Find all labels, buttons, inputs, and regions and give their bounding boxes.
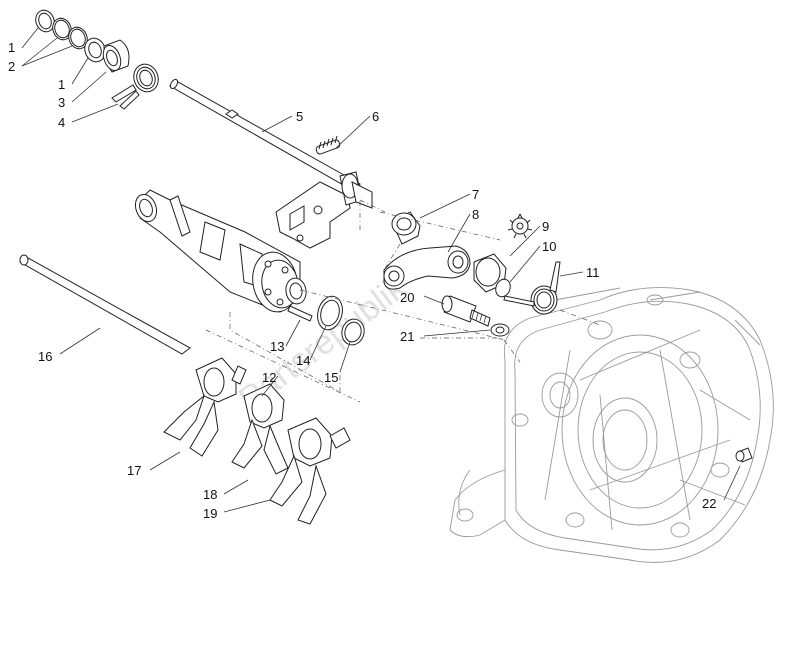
assembly-lines: [205, 199, 601, 403]
part-spring-4: [111, 63, 159, 110]
part-ring-15: [341, 318, 365, 346]
label-16: 16: [38, 349, 52, 364]
label-21: 21: [400, 329, 414, 344]
label-13: 13: [270, 339, 284, 354]
callout-labels: 1 2 1 3 4 5 6 7 8 9 10 11 12 13 14 15 16…: [8, 40, 716, 521]
part-bushing-7: [391, 211, 421, 245]
leader-lines: [21, 27, 741, 513]
part-selector-drum: [134, 189, 307, 313]
label-1b: 1: [58, 77, 65, 92]
part-fork-17: [163, 357, 247, 457]
gearbox-housing: [449, 287, 774, 563]
part-fork-18: [231, 383, 289, 475]
part-selector-bracket: [275, 171, 373, 249]
part-washer-1: [84, 37, 106, 63]
part-spring-11: [503, 261, 561, 315]
label-1a: 1: [8, 40, 15, 55]
label-4: 4: [58, 115, 65, 130]
label-8: 8: [472, 207, 479, 222]
part-bushing-22: [735, 447, 753, 463]
label-19: 19: [203, 506, 217, 521]
label-7: 7: [472, 187, 479, 202]
part-fork-19: [269, 417, 351, 525]
part-circlip-2a: [52, 17, 72, 41]
part-ring-14: [317, 295, 343, 331]
part-gear-icon: [507, 213, 533, 239]
label-18: 18: [203, 487, 217, 502]
part-washer-21: [490, 323, 510, 337]
part-rod-16: [18, 254, 191, 355]
label-10: 10: [542, 239, 556, 254]
label-11: 11: [586, 265, 600, 280]
label-20: 20: [400, 290, 414, 305]
label-5: 5: [296, 109, 303, 124]
part-pin-13: [287, 305, 313, 322]
label-12: 12: [262, 370, 276, 385]
label-17: 17: [127, 463, 141, 478]
label-14: 14: [296, 353, 310, 368]
label-6: 6: [372, 109, 379, 124]
part-spring-6: [315, 135, 341, 155]
label-2: 2: [8, 59, 15, 74]
part-circlip-10: [495, 278, 511, 298]
part-ring-1-top: [35, 9, 55, 33]
part-shaft-5: [168, 78, 371, 201]
part-circlip-2b: [68, 26, 88, 50]
label-15: 15: [324, 370, 338, 385]
part-bolt-20: [441, 295, 491, 327]
part-lever-8: [383, 245, 471, 290]
label-22: 22: [702, 496, 716, 511]
label-3: 3: [58, 95, 65, 110]
label-9: 9: [542, 219, 549, 234]
part-bushing-3: [102, 39, 130, 73]
